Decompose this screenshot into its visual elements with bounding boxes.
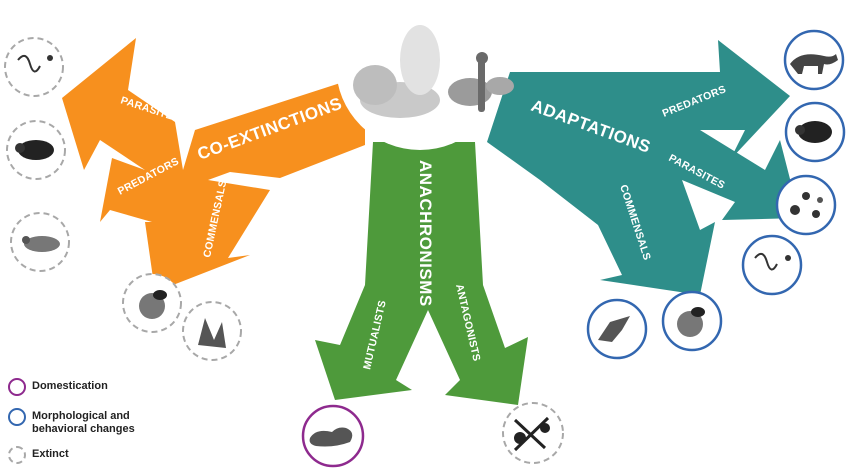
anachronisms-arrow [315,142,528,405]
ant-thorn-icon [502,402,564,464]
anachronisms-title: ANACHRONISMS [416,160,435,307]
extinct-commensal-mammal-icon [10,212,70,272]
megafauna-humans-illustration [336,0,514,150]
extinct-dung-beetle-icon [122,273,182,333]
legend-extinct-marker [8,446,26,464]
legend-morphological-label: Morphological and behavioral changes [32,410,135,435]
anachronisms-arrow-body [315,142,528,405]
extinct-vulture-icon [182,301,242,361]
parasites-insects-icon [775,174,837,236]
adaptations-arrow-body [487,40,800,295]
co-extinctions-arrow-body [62,38,365,292]
legend-domestication-marker [8,378,26,396]
legend-domestication-label: Domestication [32,380,108,392]
legend-item-morphological: Morphological and behavioral changes [8,408,152,436]
legend-item-domestication: Domestication [8,378,108,396]
bird-of-prey-icon [586,298,648,360]
worm-parasites-icon [741,234,803,296]
legend-item-extinct: Extinct [8,446,69,464]
squash-icon [301,404,365,468]
adaptations-arrow [487,40,800,295]
co-extinctions-arrow [62,38,365,292]
extinct-predator-mammal-icon [6,120,66,180]
legend-extinct-label: Extinct [32,448,69,460]
predator-mammal-icon [784,101,846,163]
extinct-worm-parasites-icon [4,37,64,97]
jaguar-icon [783,29,845,91]
legend-morphological-marker [8,408,26,426]
dung-beetle-icon [661,290,723,352]
